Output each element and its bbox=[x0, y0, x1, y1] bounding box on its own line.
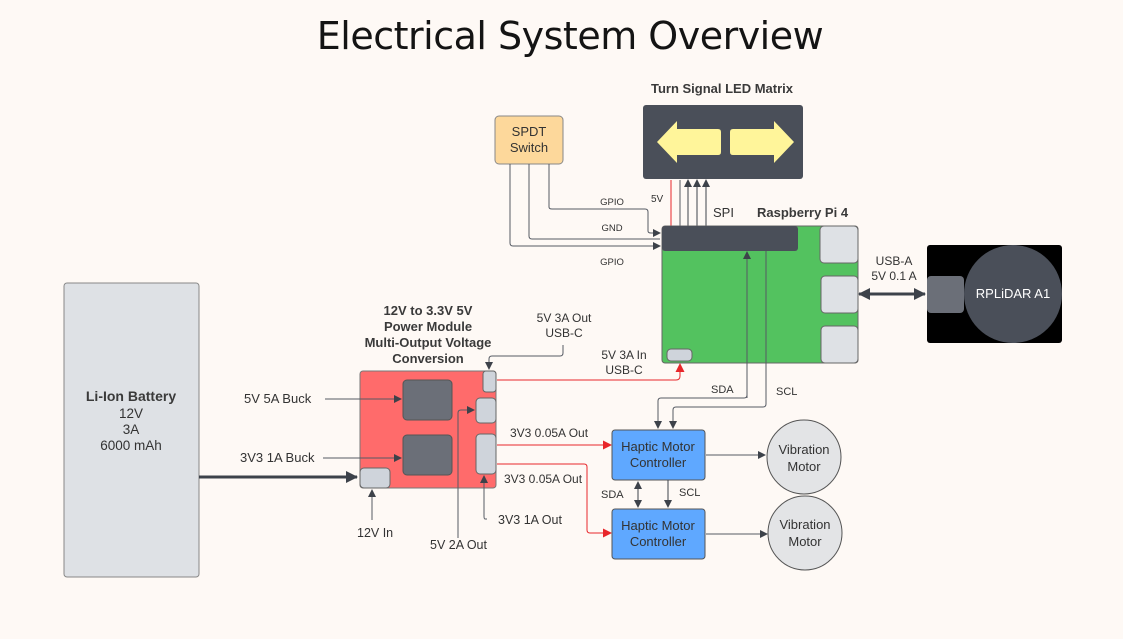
power-module-block: 12V to 3.3V 5V Power Module Multi-Output… bbox=[359, 303, 497, 489]
label-3v3-0.05a-out-2: 3V3 0.05A Out bbox=[504, 472, 583, 486]
battery-current: 3A bbox=[123, 422, 140, 437]
label-sda-haptic: SDA bbox=[601, 489, 624, 501]
haptic-1-line1: Haptic Motor bbox=[621, 439, 695, 454]
line-sda-haptic bbox=[654, 394, 748, 429]
haptic-controller-2: Haptic Motor Controller bbox=[611, 508, 706, 560]
rplidar-name: RPLiDAR A1 bbox=[976, 286, 1050, 301]
label-sda-pi: SDA bbox=[711, 384, 734, 396]
raspberry-pi-title: Raspberry Pi 4 bbox=[757, 205, 849, 220]
right-turn-arrow-icon bbox=[730, 121, 794, 163]
label-gpio-1: GPIO bbox=[600, 197, 624, 208]
line-5v-2a-out bbox=[457, 406, 475, 538]
usb-port-2 bbox=[820, 275, 859, 314]
line-gnd bbox=[528, 164, 660, 240]
spdt-switch-line1: SPDT bbox=[512, 124, 547, 139]
motor-2-line1: Vibration bbox=[779, 517, 830, 532]
spdt-switch-line2: Switch bbox=[510, 140, 548, 155]
battery-capacity: 6000 mAh bbox=[100, 438, 162, 453]
label-5v: 5V bbox=[651, 194, 664, 205]
raspberry-pi-block bbox=[661, 225, 859, 364]
buck-3v3-chip bbox=[402, 434, 453, 476]
haptic-1-line2: Controller bbox=[630, 455, 687, 470]
usb-port-3 bbox=[820, 325, 859, 364]
usb-port-1 bbox=[819, 225, 859, 264]
out-5v-2a-port bbox=[475, 397, 497, 424]
label-3v3-1a-out: 3V3 1A Out bbox=[498, 513, 562, 527]
line-gpio-1 bbox=[548, 164, 661, 237]
label-scl-haptic: SCL bbox=[679, 487, 700, 499]
label-5v-3a-in-line2: USB-C bbox=[605, 363, 643, 377]
gpio-header bbox=[662, 226, 798, 251]
motor-2-line2: Motor bbox=[788, 534, 822, 549]
label-spi: SPI bbox=[713, 205, 734, 220]
label-5v-3a-out-line1: 5V 3A Out bbox=[537, 311, 592, 325]
led-matrix-block bbox=[643, 105, 803, 179]
label-5v-3a-in-line1: 5V 3A In bbox=[601, 348, 646, 362]
label-gpio-2: GPIO bbox=[600, 257, 624, 268]
haptic-2-line1: Haptic Motor bbox=[621, 518, 695, 533]
label-3v3-1a-buck: 3V3 1A Buck bbox=[240, 450, 315, 465]
page-title: Electrical System Overview bbox=[316, 14, 824, 58]
vibration-motor-2: Vibration Motor bbox=[767, 495, 843, 571]
vibration-motor-1: Vibration Motor bbox=[766, 419, 842, 495]
label-3v3-0.05a-out-1: 3V3 0.05A Out bbox=[510, 426, 589, 440]
line-gpio-2 bbox=[509, 164, 661, 250]
label-usb-a-power: 5V 0.1 A bbox=[871, 269, 916, 283]
usb-c-out-port bbox=[482, 370, 497, 393]
label-scl-pi: SCL bbox=[776, 386, 797, 398]
haptic-2-line2: Controller bbox=[630, 534, 687, 549]
usb-c-power-port bbox=[666, 348, 693, 362]
spdt-switch-block[interactable]: SPDT Switch bbox=[494, 115, 564, 165]
left-turn-arrow-icon bbox=[657, 121, 721, 163]
label-gnd: GND bbox=[601, 223, 622, 234]
power-module-title-line4: Conversion bbox=[392, 351, 464, 366]
label-5v-2a-out: 5V 2A Out bbox=[430, 538, 488, 552]
power-line-3v3-haptic-2 bbox=[497, 463, 612, 538]
power-module-title-line1: 12V to 3.3V 5V bbox=[384, 303, 473, 318]
power-module-title-line3: Multi-Output Voltage bbox=[365, 335, 492, 350]
haptic-controller-1: Haptic Motor Controller bbox=[611, 429, 706, 481]
power-line-5v-3a bbox=[497, 363, 685, 381]
out-3v3-port bbox=[475, 433, 497, 475]
input-12v-port bbox=[359, 467, 391, 489]
battery-voltage: 12V bbox=[119, 406, 143, 421]
line-5v-3a-out bbox=[485, 345, 564, 370]
motor-1-line1: Vibration bbox=[778, 442, 829, 457]
battery-name: Li-Ion Battery bbox=[86, 388, 176, 404]
battery-block: Li-Ion Battery 12V 3A 6000 mAh bbox=[63, 282, 200, 578]
label-12v-in: 12V In bbox=[357, 526, 393, 540]
rplidar-block: RPLiDAR A1 bbox=[927, 245, 1062, 343]
led-matrix-title: Turn Signal LED Matrix bbox=[651, 81, 794, 96]
line-3v3-1a-out bbox=[480, 475, 488, 520]
line-scl bbox=[669, 251, 767, 429]
motor-1-line2: Motor bbox=[787, 459, 821, 474]
label-5v-5a-buck: 5V 5A Buck bbox=[244, 391, 312, 406]
label-usb-a: USB-A bbox=[876, 254, 913, 268]
power-module-title-line2: Power Module bbox=[384, 319, 472, 334]
buck-5v-chip bbox=[402, 379, 453, 421]
label-5v-3a-out-line2: USB-C bbox=[545, 326, 583, 340]
